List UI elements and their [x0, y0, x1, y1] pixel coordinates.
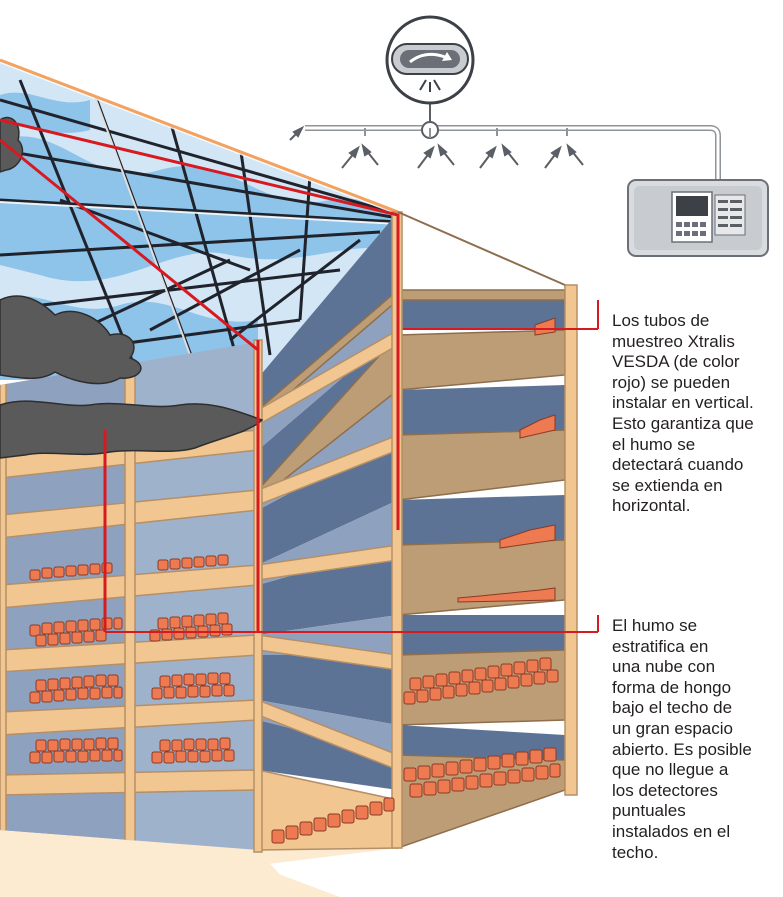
seat-row-icon [271, 317, 561, 844]
seat-row-icon [29, 554, 235, 764]
caption-line: los detectores [612, 780, 718, 800]
caption-vertical-pipes: Los tubos de muestreo Xtralis VESDA (de … [612, 311, 754, 517]
smoke-cloud-icon [0, 116, 264, 459]
caption-line: El humo se [612, 616, 698, 635]
caption-line: que no llegue a [612, 760, 729, 780]
roof-edge [0, 58, 399, 214]
vesda-detector-icon [627, 179, 769, 257]
caption-line: el humo se [612, 434, 696, 454]
caption-line: rojo) se pueden [612, 372, 731, 392]
magnified-pipe-icon [385, 15, 475, 105]
caption-line: muestreo Xtralis [612, 331, 735, 351]
caption-line: instalados en el [612, 821, 731, 841]
caption-line: instalar en vertical. [612, 393, 754, 413]
caption-line: se extienda en [612, 475, 723, 495]
vesda-sampling-pipes [0, 118, 400, 632]
caption-smoke-stratification: El humo se estratifica en una nube con f… [612, 616, 752, 863]
caption-line: Los tubos de [612, 311, 710, 330]
pipe-network-inset [289, 100, 721, 185]
caption-line: puntuales [612, 801, 686, 821]
caption-line: techo. [612, 842, 659, 862]
caption-line: horizontal. [612, 496, 691, 516]
caption-line: VESDA (de color [612, 352, 740, 372]
callout-leader-lines [105, 300, 599, 633]
caption-line: un gran espacio [612, 718, 733, 738]
caption-line: una nube con [612, 657, 716, 677]
caption-line: bajo el techo de [612, 698, 733, 718]
caption-line: forma de hongo [612, 677, 732, 697]
caption-line: abierto. Es posible [612, 739, 752, 759]
caption-line: detectará cuando [612, 455, 744, 475]
caption-line: estratifica en [612, 636, 709, 656]
caption-line: Esto garantiza que [612, 413, 754, 433]
